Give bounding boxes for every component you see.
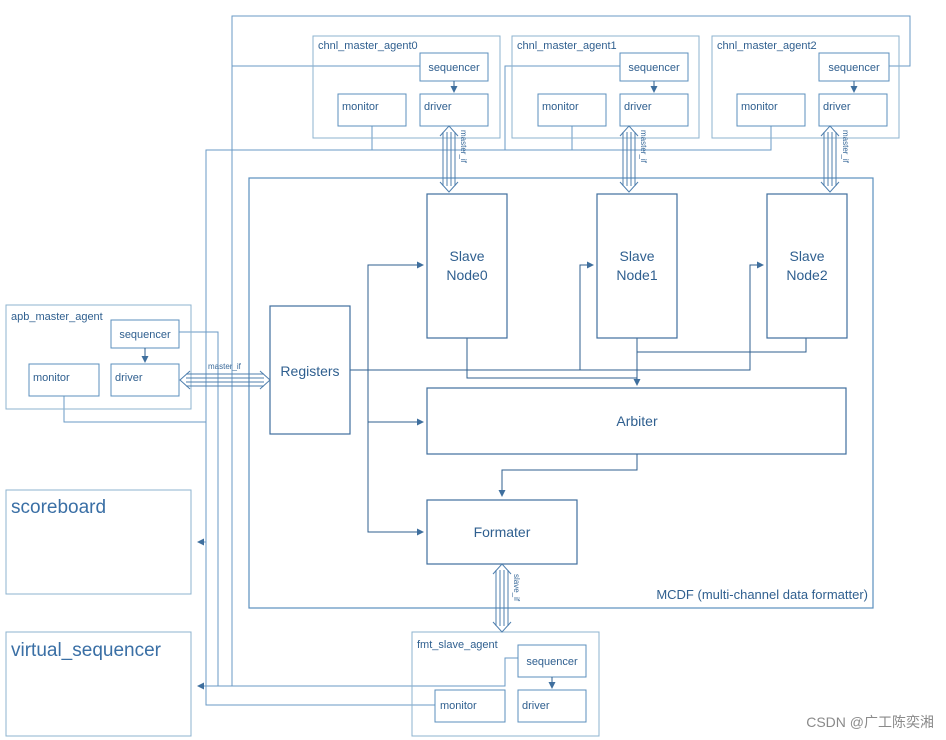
driver-box <box>419 93 489 127</box>
monitor-box <box>28 363 100 397</box>
sequencer-label: sequencer <box>828 62 880 74</box>
scoreboard: scoreboard <box>5 489 192 595</box>
apb-master-agent: apb_master_agent sequencer monitor drive… <box>5 304 192 410</box>
mcdf-frame <box>248 177 874 609</box>
monitor-label: monitor <box>33 372 70 384</box>
sequencer-box <box>517 644 587 678</box>
agent-frame <box>5 304 192 410</box>
fmt-slave-agent: fmt_slave_agent sequencer monitor driver <box>411 631 600 737</box>
slave-node-line2: Node2 <box>786 267 827 283</box>
agent-frame <box>312 35 501 139</box>
chnl-master-agent-1: chnl_master_agent1 sequencer monitor dri… <box>511 35 700 139</box>
environment-wires <box>63 15 911 706</box>
registers-block: Registers <box>269 305 351 435</box>
slave-node-line1: Slave <box>789 248 824 264</box>
monitor-box <box>736 93 806 127</box>
agent-name: chnl_master_agent1 <box>517 40 617 52</box>
agent-name: fmt_slave_agent <box>417 639 498 651</box>
driver-box <box>517 689 587 723</box>
master-if-bus-2: master_if <box>820 125 850 193</box>
sequencer-box <box>419 52 489 82</box>
formater-block: Formater <box>426 499 578 565</box>
sequencer-box <box>110 319 180 349</box>
slave-if-bus: slave_if <box>492 563 521 633</box>
registers-label: Registers <box>280 363 339 379</box>
formater-label: Formater <box>474 524 531 540</box>
driver-label: driver <box>522 700 550 712</box>
watermark: CSDN @广工陈奕湘 <box>806 714 934 730</box>
driver-box <box>818 93 888 127</box>
apb-master-if-bus: master_if <box>179 362 271 390</box>
agent-frame <box>711 35 900 139</box>
monitor-label: monitor <box>741 101 778 113</box>
master-if-label: master_if <box>459 130 468 164</box>
agent-name: chnl_master_agent0 <box>318 40 418 52</box>
driver-label: driver <box>424 101 452 113</box>
arbiter-block: Arbiter <box>426 387 847 455</box>
driver-box <box>619 93 689 127</box>
sequencer-label: sequencer <box>119 329 171 341</box>
driver-label: driver <box>115 372 143 384</box>
monitor-box <box>537 93 607 127</box>
master-if-bus-0: master_if <box>439 125 468 193</box>
sequencer-box <box>619 52 689 82</box>
master-if-bus-1: master_if <box>619 125 648 193</box>
driver-box <box>110 363 180 397</box>
monitor-label: monitor <box>542 101 579 113</box>
slave-node-2: Slave Node2 <box>766 193 848 339</box>
chnl-master-agent-0: chnl_master_agent0 sequencer monitor dri… <box>312 35 501 139</box>
driver-label: driver <box>624 101 652 113</box>
slave-node-1: Slave Node1 <box>596 193 678 339</box>
monitor-label: monitor <box>440 700 477 712</box>
mcdf-internal-wires <box>350 261 807 536</box>
monitor-box <box>337 93 407 127</box>
virtual-sequencer-label: virtual_sequencer <box>11 640 162 661</box>
virtual-sequencer: virtual_sequencer <box>5 631 192 737</box>
mcdf-label: MCDF (multi-channel data formatter) <box>656 587 868 602</box>
agent-name: chnl_master_agent2 <box>717 40 817 52</box>
agent-frame <box>411 631 600 737</box>
monitor-box <box>434 689 506 723</box>
slave-node-line1: Slave <box>619 248 654 264</box>
monitor-label: monitor <box>342 101 379 113</box>
driver-label: driver <box>823 101 851 113</box>
arbiter-label: Arbiter <box>616 413 658 429</box>
slave-node-0: Slave Node0 <box>426 193 508 339</box>
scoreboard-label: scoreboard <box>11 497 106 518</box>
apb-master-if-label: master_if <box>208 362 242 371</box>
sequencer-label: sequencer <box>428 62 480 74</box>
slave-node-line1: Slave <box>449 248 484 264</box>
master-if-label: master_if <box>841 130 850 164</box>
slave-node-line2: Node0 <box>446 267 487 283</box>
agent-name: apb_master_agent <box>11 311 103 323</box>
agent-frame <box>511 35 700 139</box>
sequencer-label: sequencer <box>526 656 578 668</box>
slave-node-line2: Node1 <box>616 267 657 283</box>
sequencer-box <box>818 52 890 82</box>
master-if-label: master_if <box>639 130 648 164</box>
sequencer-label: sequencer <box>628 62 680 74</box>
chnl-master-agent-2: chnl_master_agent2 sequencer monitor dri… <box>711 35 900 139</box>
slave-if-label: slave_if <box>512 574 521 602</box>
